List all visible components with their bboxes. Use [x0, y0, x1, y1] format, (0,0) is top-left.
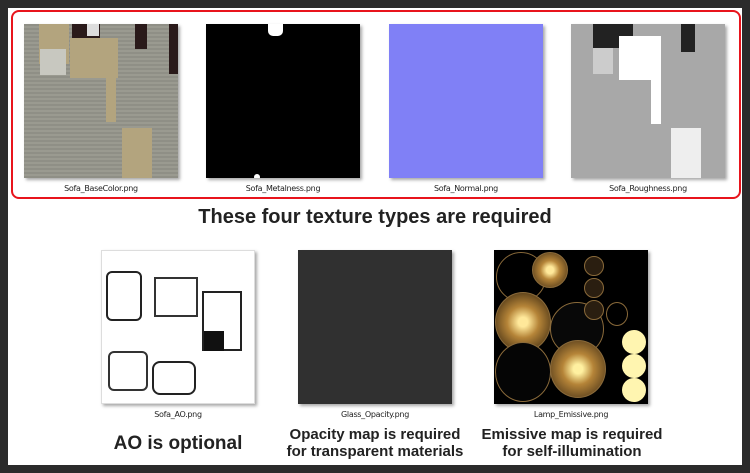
opacity-caption-line-1: Opacity map is required	[289, 426, 461, 443]
opacity-thumbnail[interactable]	[298, 250, 452, 404]
opacity-caption-line-2: for transparent materials	[286, 443, 464, 460]
ao-caption: AO is optional	[113, 433, 243, 454]
required-textures-highlight	[11, 10, 741, 199]
opacity-caption: Opacity map is required for transparent …	[280, 426, 470, 460]
metalness-filename: Sofa_Metalness.png	[245, 184, 321, 193]
emissive-caption: Emissive map is required for self-illumi…	[472, 426, 672, 460]
emissive-thumbnail[interactable]	[494, 250, 648, 404]
emissive-caption-line-1: Emissive map is required	[481, 426, 663, 443]
emissive-caption-line-2: for self-illumination	[502, 443, 642, 460]
emissive-filename: Lamp_Emissive.png	[533, 410, 609, 419]
roughness-filename: Sofa_Roughness.png	[609, 184, 687, 193]
opacity-filename: Glass_Opacity.png	[341, 410, 409, 419]
normal-thumbnail[interactable]	[389, 24, 543, 178]
required-caption: These four texture types are required	[198, 206, 552, 228]
ao-filename: Sofa_AO.png	[154, 410, 202, 419]
normal-filename: Sofa_Normal.png	[434, 184, 498, 193]
basecolor-thumbnail[interactable]	[24, 24, 178, 178]
ao-thumbnail[interactable]	[101, 250, 255, 404]
metalness-thumbnail[interactable]	[206, 24, 360, 178]
basecolor-filename: Sofa_BaseColor.png	[64, 184, 138, 193]
roughness-thumbnail[interactable]	[571, 24, 725, 178]
